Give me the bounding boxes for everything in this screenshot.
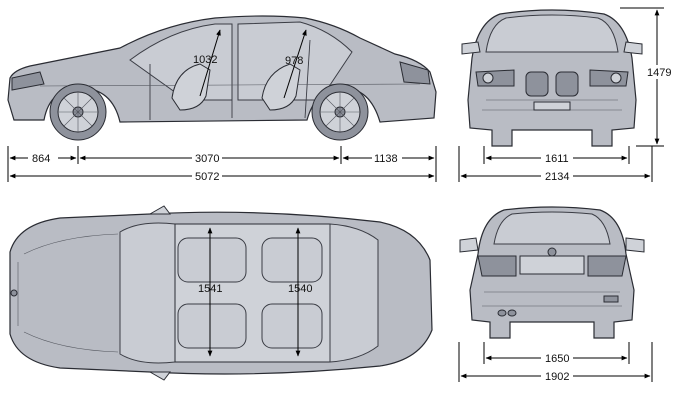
front-shoulder-room-label: 1541 bbox=[198, 283, 222, 295]
front-track-label: 1611 bbox=[545, 153, 569, 165]
overall-width-label: 1902 bbox=[545, 371, 569, 383]
rear-shoulder-room-label: 1540 bbox=[288, 283, 312, 295]
overall-height-label: 1479 bbox=[647, 67, 671, 79]
front-overhang-label: 864 bbox=[32, 153, 50, 165]
exhaust-tip-right bbox=[507, 309, 517, 317]
front-headroom-arrow bbox=[199, 29, 221, 97]
kidney-grille-right bbox=[555, 71, 579, 97]
side-view: 1032 978 864 3070 1138 5072 bbox=[7, 15, 437, 183]
kidney-grille-left bbox=[525, 71, 549, 97]
rear-headroom-arrow bbox=[283, 29, 307, 99]
side-front-wheel bbox=[49, 83, 107, 141]
side-rear-wheel bbox=[311, 83, 369, 141]
wheelbase-label: 3070 bbox=[195, 153, 219, 165]
front-view: 1479 1611 2134 bbox=[458, 7, 678, 183]
rear-headroom-label: 978 bbox=[285, 55, 303, 67]
overall-length-label: 5072 bbox=[195, 171, 219, 183]
rear-view: 1650 1902 bbox=[458, 206, 653, 383]
rear-overhang-label: 1138 bbox=[374, 153, 398, 165]
rear-track-label: 1650 bbox=[545, 353, 569, 365]
front-headroom-label: 1032 bbox=[193, 54, 217, 66]
exhaust-tip-left bbox=[497, 309, 507, 317]
width-with-mirrors-label: 2134 bbox=[545, 171, 569, 183]
top-view: 1541 1540 bbox=[9, 205, 433, 381]
